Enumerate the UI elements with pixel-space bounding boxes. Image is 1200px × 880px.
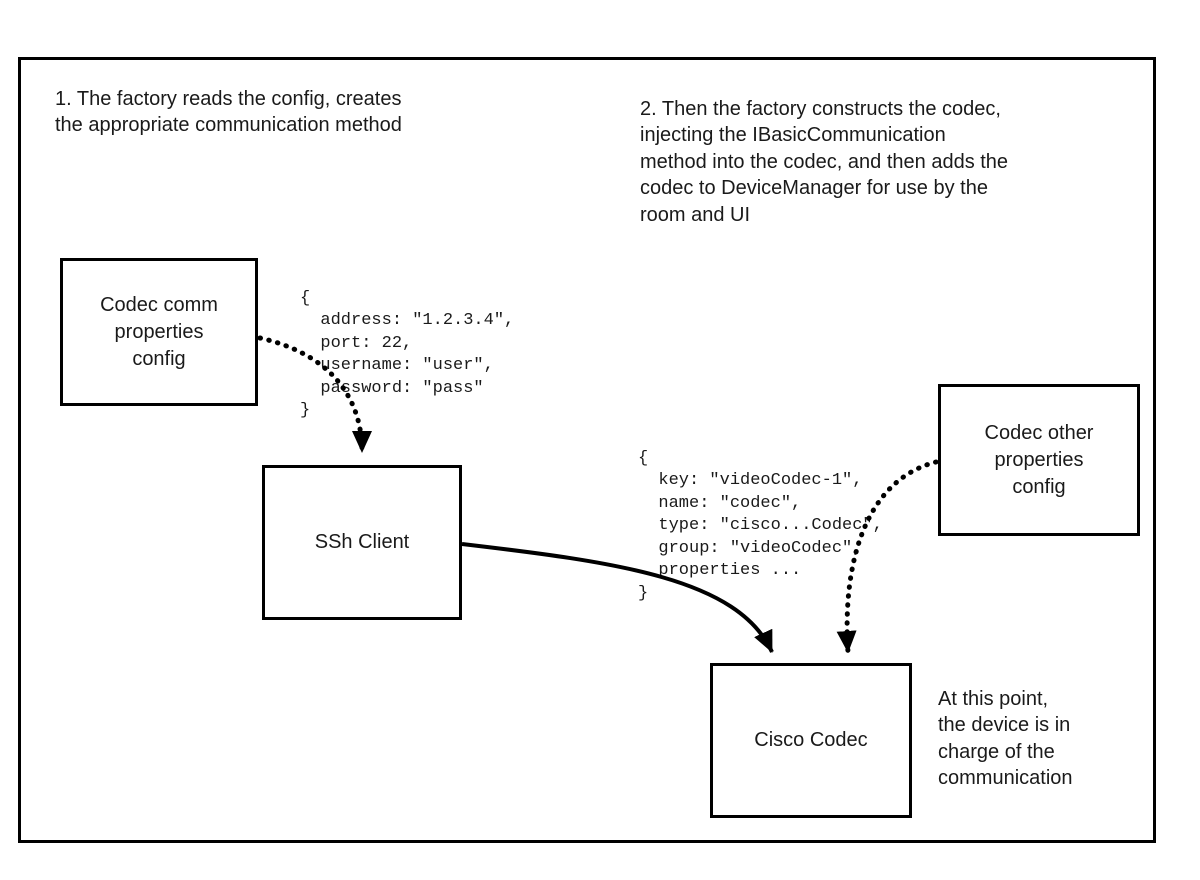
code-codec-properties: { key: "videoCodec-1", name: "codec", ty… bbox=[638, 449, 883, 603]
diagram-frame bbox=[18, 57, 1156, 843]
box-ssh-client: SSh Client bbox=[262, 465, 462, 620]
code-comm-properties: { address: "1.2.3.4", port: 22, username… bbox=[300, 289, 515, 421]
box-codec-other-config-label: Codec other properties config bbox=[984, 421, 1094, 498]
note-result: At this point, the device is in charge o… bbox=[938, 688, 1073, 790]
note-step1: 1. The factory reads the config, creates… bbox=[55, 88, 402, 137]
box-codec-comm-config: Codec comm properties config bbox=[60, 258, 258, 406]
box-codec-comm-config-label: Codec comm properties config bbox=[100, 293, 218, 370]
box-codec-other-config: Codec other properties config bbox=[938, 384, 1140, 536]
box-cisco-codec: Cisco Codec bbox=[710, 663, 912, 818]
box-ssh-client-label: SSh Client bbox=[314, 531, 410, 553]
box-cisco-codec-label: Cisco Codec bbox=[754, 729, 868, 751]
note-step2: 2. Then the factory constructs the codec… bbox=[640, 98, 1009, 226]
